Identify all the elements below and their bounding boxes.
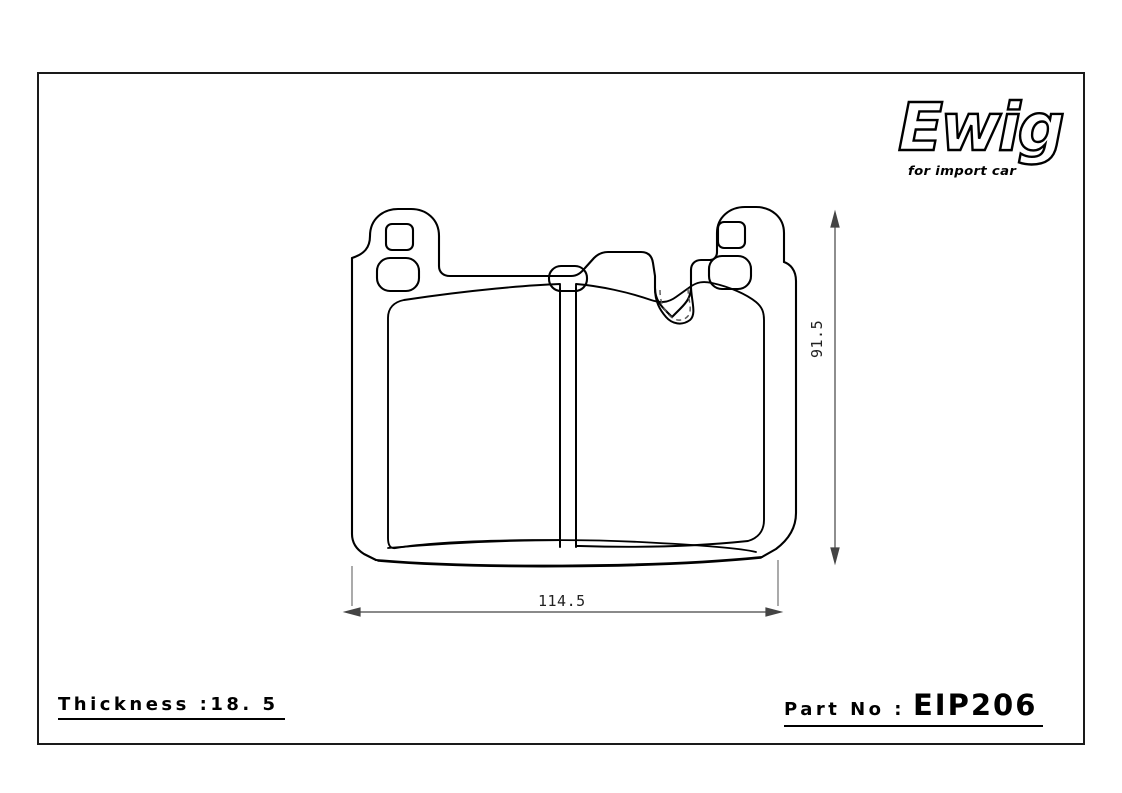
friction-material-outline	[387, 283, 561, 550]
backing-plate-bottom-edge	[374, 555, 764, 567]
center-notch-groove	[654, 285, 695, 325]
drawing-frame-border	[37, 72, 1085, 745]
width-dimension-label: 114.5	[538, 592, 586, 610]
backing-plate-right-edge	[760, 260, 798, 559]
backing-plate-left-body-edge	[350, 256, 378, 562]
brand-tagline-text: for import car	[908, 163, 1017, 178]
left-ear-square-hole	[384, 222, 415, 252]
bottom-wear-line	[377, 557, 762, 568]
bottom-chamfer-line	[387, 539, 757, 553]
width-arrow-left	[342, 607, 361, 617]
right-ear-rounded-hole	[707, 254, 753, 291]
ewig-brand-logo: Ewig for import car	[897, 89, 1078, 190]
height-dimension-label: 91.5	[808, 319, 826, 358]
thickness-value-text: 18. 5	[210, 694, 279, 715]
friction-material-outline-right	[575, 281, 765, 548]
dimension-annotations	[342, 209, 840, 617]
brand-wordmark-text: Ewig	[897, 89, 1066, 166]
height-arrow-top	[830, 209, 840, 228]
part-number-label-text: Part No :	[784, 699, 905, 720]
right-ear-square-hole	[716, 220, 747, 250]
thickness-label-text: Thickness :	[58, 694, 211, 715]
width-arrow-right	[765, 607, 784, 617]
part-number-spec: Part No : EIP206	[784, 688, 1044, 727]
center-hole	[547, 264, 589, 293]
left-ear-rounded-hole	[375, 256, 421, 293]
part-number-value-text: EIP206	[913, 688, 1038, 722]
backing-plate-left-edge	[350, 234, 372, 260]
thickness-spec: Thickness :18. 5	[58, 694, 285, 720]
center-notch-dashed-inner	[659, 287, 691, 321]
height-arrow-bottom	[830, 547, 840, 566]
